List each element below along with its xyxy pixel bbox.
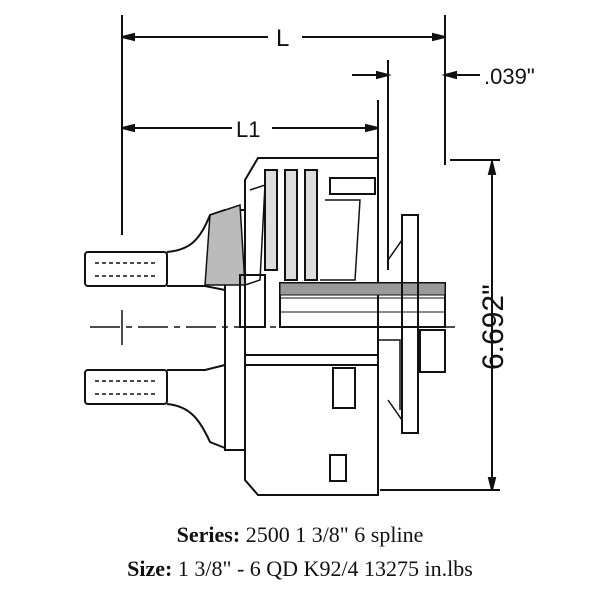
friction-disk — [378, 214, 446, 434]
series-caption: Series: 2500 1 3/8" 6 spline — [0, 522, 600, 548]
dim-label-gap: .039" — [484, 64, 535, 89]
dim-label-height: 6.692" — [477, 284, 510, 370]
series-label: Series: — [176, 522, 241, 547]
series-value: 2500 1 3/8" 6 spline — [245, 522, 424, 547]
size-caption: Size: 1 3/8" - 6 QD K92/4 13275 in.lbs — [0, 556, 600, 582]
dimension-lines — [121, 15, 500, 491]
size-value: 1 3/8" - 6 QD K92/4 13275 in.lbs — [177, 556, 473, 581]
shaft — [279, 282, 446, 328]
clutch-technical-drawing: L L1 .039" 6.692" — [84, 15, 535, 496]
size-label: Size: — [127, 556, 173, 581]
dim-label-l1: L1 — [236, 117, 260, 142]
clutch-housing — [204, 157, 379, 496]
yoke — [84, 209, 226, 449]
dim-label-l: L — [276, 25, 289, 52]
